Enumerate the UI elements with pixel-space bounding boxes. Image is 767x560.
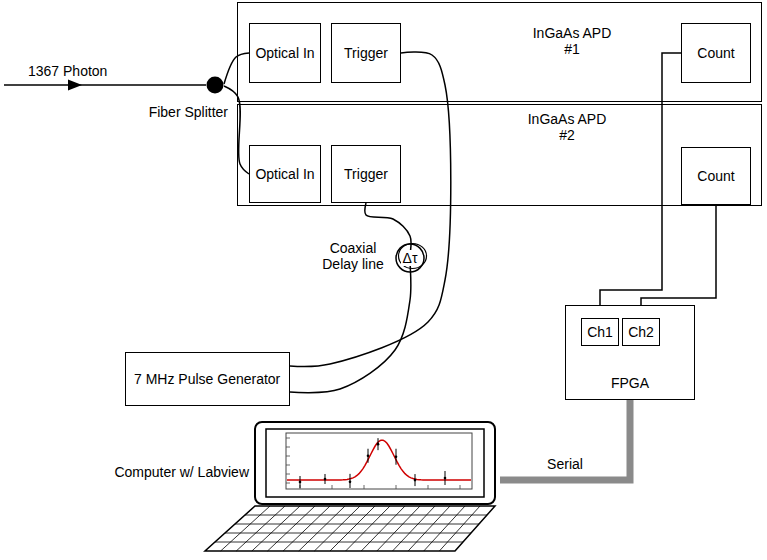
node-text: Fiber Splitter [149,104,228,120]
data-point [349,481,352,484]
fit-curve [287,440,471,480]
data-point [395,455,398,458]
plot-tick [460,485,461,489]
fpga-board: FPGA Ch1 Ch2 [565,305,695,400]
error-bar [378,438,379,450]
key-column [252,506,300,551]
photon-fiber [4,84,206,86]
photon-arrow [68,80,82,91]
plot-tick [286,456,290,457]
signal-cable [641,205,716,318]
plot-tick [286,447,290,448]
port-box: Optical In [249,145,321,203]
fiber-splitter: Fiber Splitter [206,76,224,94]
error-bar [368,449,369,463]
plot-tick [428,485,429,489]
node-text: Trigger [344,166,388,182]
plot-tick [332,485,333,489]
node-text: Trigger [344,45,388,61]
error-bar [445,471,446,485]
data-point [444,477,447,480]
data-point [414,479,417,482]
cable-coil [399,244,427,269]
plot-tick [286,483,290,484]
data-point [367,454,370,457]
key-column [408,506,450,551]
pulse-generator: 7 MHz Pulse Generator [125,352,290,406]
signal-cable [290,203,411,393]
plot-tick [286,438,290,439]
plot-tick [396,485,397,489]
serial-cable [500,400,630,480]
signal-cable [290,52,451,366]
edge-label: Serial [545,456,585,472]
node-text: Count [697,45,734,61]
node-text: Optical In [255,166,314,182]
computer: Computer w/ Labview [200,420,500,554]
laptop-screen [255,422,495,504]
node-text: Ch1 [587,324,613,340]
cable-label: Coaxial Delay line [316,240,390,272]
error-bar [325,474,326,484]
signal-label: 1367 Photon [28,63,107,79]
error-bar [350,474,351,488]
key-column [424,506,465,551]
node-text: 7 MHz Pulse Generator [134,371,280,387]
plot-tick [286,465,290,466]
plot-tick [364,485,365,489]
laptop-drawing [200,420,500,554]
channel-port: Ch2 [622,318,660,346]
error-bar [415,474,416,486]
node-text: InGaAs APD #1 [526,25,618,57]
port-box: Trigger [331,145,401,203]
key-column [299,506,345,551]
node-text: Count [697,168,734,184]
key-column [283,506,330,551]
channel-port: Ch1 [581,318,619,346]
data-point [377,443,380,446]
plot-frame [286,433,472,489]
data-point [324,478,327,481]
error-bar [396,449,397,465]
key-column [439,506,480,551]
plot-tick [286,474,290,475]
node-text: Ch2 [628,324,654,340]
node-text: Computer w/ Labview [114,464,249,480]
detector-panel: InGaAs APD #2 Optical In Trigger Count [237,104,762,206]
splitter-dot [207,77,224,94]
port-box: Trigger [331,23,401,83]
port-box: Count [681,23,751,83]
key-column [268,506,316,551]
node-text: Optical In [255,45,314,61]
node-text: InGaAs APD #2 [521,111,613,143]
port-box: Count [681,147,751,205]
delay-symbol: Δτ [401,250,420,266]
signal-cable [600,53,681,318]
screen-inner [266,429,484,497]
data-point [299,481,302,484]
laptop-keyboard [205,506,495,551]
splitter-dot [206,76,224,94]
port-box: Optical In [249,23,321,83]
node-text: FPGA [611,375,649,391]
error-bar [300,476,301,488]
key-column [221,506,270,551]
detector-panel: InGaAs APD #1 Optical In Trigger Count [237,2,762,102]
key-column [236,506,285,551]
